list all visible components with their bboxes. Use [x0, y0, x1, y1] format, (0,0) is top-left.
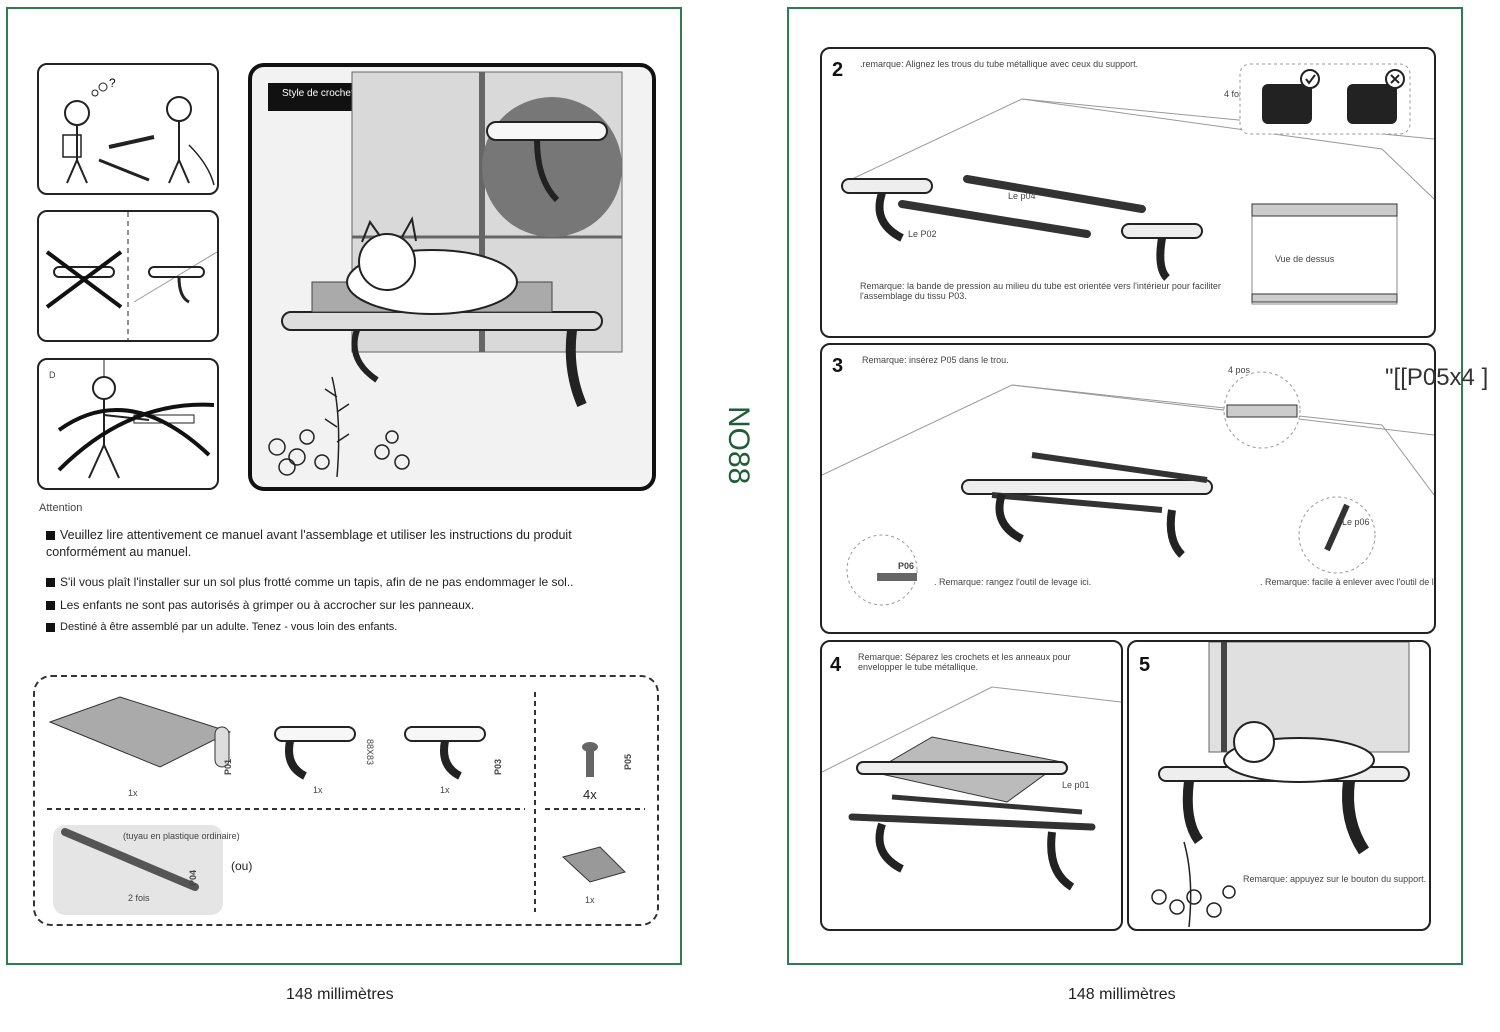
step-3-p06-label: P06: [898, 561, 915, 571]
tube-code: P04: [188, 869, 199, 887]
product-code: NO88: [722, 406, 755, 485]
step-3-pos-note: 4 pos: [1228, 365, 1251, 375]
step-4-panel: 4 Remarque: Séparez les crochets et les …: [820, 640, 1123, 931]
left-page-size-caption: 148 millimètres: [286, 986, 394, 1003]
bullet-marker: [46, 622, 55, 632]
or-label: (ou): [231, 859, 253, 873]
svg-text:?: ?: [109, 76, 116, 90]
step-3-side-text: "[[P05x4 ]: [1385, 364, 1489, 391]
part-code-88: 88X83: [365, 738, 376, 766]
bullet-marker: [46, 531, 55, 541]
parts-list-box: P01 1x 1x 88X83 P03 1x 4x P05 (tuyau en …: [33, 675, 659, 926]
attention-bullet-4: Destiné à être assemblé par un adulte. T…: [46, 621, 397, 633]
step-5-note: Remarque: appuyez sur le bouton du suppo…: [1243, 874, 1429, 884]
step-3-top-note: Remarque: insérez P05 dans le trou.: [862, 355, 1009, 365]
cat-hammock-window-illustration: [268, 71, 623, 478]
step-5-number: 5: [1139, 654, 1151, 676]
step-4-drawing: [822, 686, 1121, 891]
attention-bullet-2: S'il vous plaît l'installer sur un sol p…: [46, 575, 574, 589]
step-4-p01-label: Le p01: [1062, 780, 1090, 790]
step-4-number: 4: [830, 654, 842, 676]
step-3-right-note: . Remarque: facile à enlever avec l'outi…: [1260, 577, 1436, 587]
step-2-qty-note: 4 fois: [1224, 89, 1246, 99]
part-p01-label: P01: [223, 758, 234, 776]
bullet-marker: [46, 601, 55, 611]
step-5-drawing: [1151, 642, 1410, 928]
attention-title: Attention: [39, 502, 83, 514]
part-p03-label: P03: [493, 758, 504, 776]
left-manual-page: ? D: [6, 7, 682, 965]
right-page-size-caption: 148 millimètres: [1068, 986, 1176, 1003]
step-2-top-note: .remarque: Alignez les trous du tube mét…: [860, 59, 1139, 69]
step-2-p04-label: Le p04: [1008, 191, 1036, 201]
attention-bullet-3: Les enfants ne sont pas autorisés à grim…: [46, 598, 474, 612]
step-2-bottom-note: Remarque: la bande de pression au milieu…: [860, 281, 1221, 301]
part-p02-qty: 1x: [313, 785, 323, 795]
step-3-number: 3: [832, 355, 844, 377]
step-2-p02-label: Le P02: [908, 229, 937, 239]
step-4-top-note: Remarque: Séparez les crochets et les an…: [858, 652, 1071, 672]
tube-qty: 2 fois: [128, 893, 150, 903]
thumb-hook-wrong-right: [37, 210, 219, 342]
hook-comparison-illustration: [45, 212, 217, 340]
step-2-number: 2: [832, 59, 844, 81]
step-5-panel: 5 Remarque: appuyez sur le bouton du sup…: [1127, 640, 1431, 931]
tube-label: (tuyau en plastique ordinaire): [123, 831, 240, 841]
part-p01-qty: 1x: [128, 788, 138, 798]
step-3-drawing: [822, 371, 1434, 606]
thumb-do-not-climb: D: [37, 358, 219, 490]
step-3-left-note: . Remarque: rangez l'outil de levage ici…: [934, 577, 1092, 587]
step-2-view-label: Vue de dessus: [1275, 254, 1335, 264]
step-3-panel: 3 Remarque: insérez P05 dans le trou. 4 …: [820, 343, 1436, 634]
part-p03-qty: 1x: [440, 785, 450, 795]
tool-qty: 1x: [585, 895, 595, 905]
step-3-le-p06: Le p06: [1342, 517, 1370, 527]
right-manual-page: 2 .remarque: Alignez les trous du tube m…: [787, 7, 1488, 965]
attention-bullet-1: Veuillez lire attentivement ce manuel av…: [46, 528, 572, 559]
parts-drawings: [47, 692, 645, 915]
child-climbing-illustration: [57, 360, 215, 479]
thumb-read-manual: ?: [37, 63, 219, 195]
part-p05-qty: 4x: [583, 787, 597, 802]
two-people-illustration: ?: [62, 76, 215, 186]
thumb-letter: D: [49, 370, 56, 380]
step-2-drawing: [841, 63, 1434, 305]
part-p05-label: P05: [623, 753, 634, 771]
bullet-marker: [46, 578, 55, 588]
step-2-panel: 2 .remarque: Alignez les trous du tube m…: [820, 47, 1436, 338]
hook-style-panel: Style de crochet: [248, 63, 656, 491]
